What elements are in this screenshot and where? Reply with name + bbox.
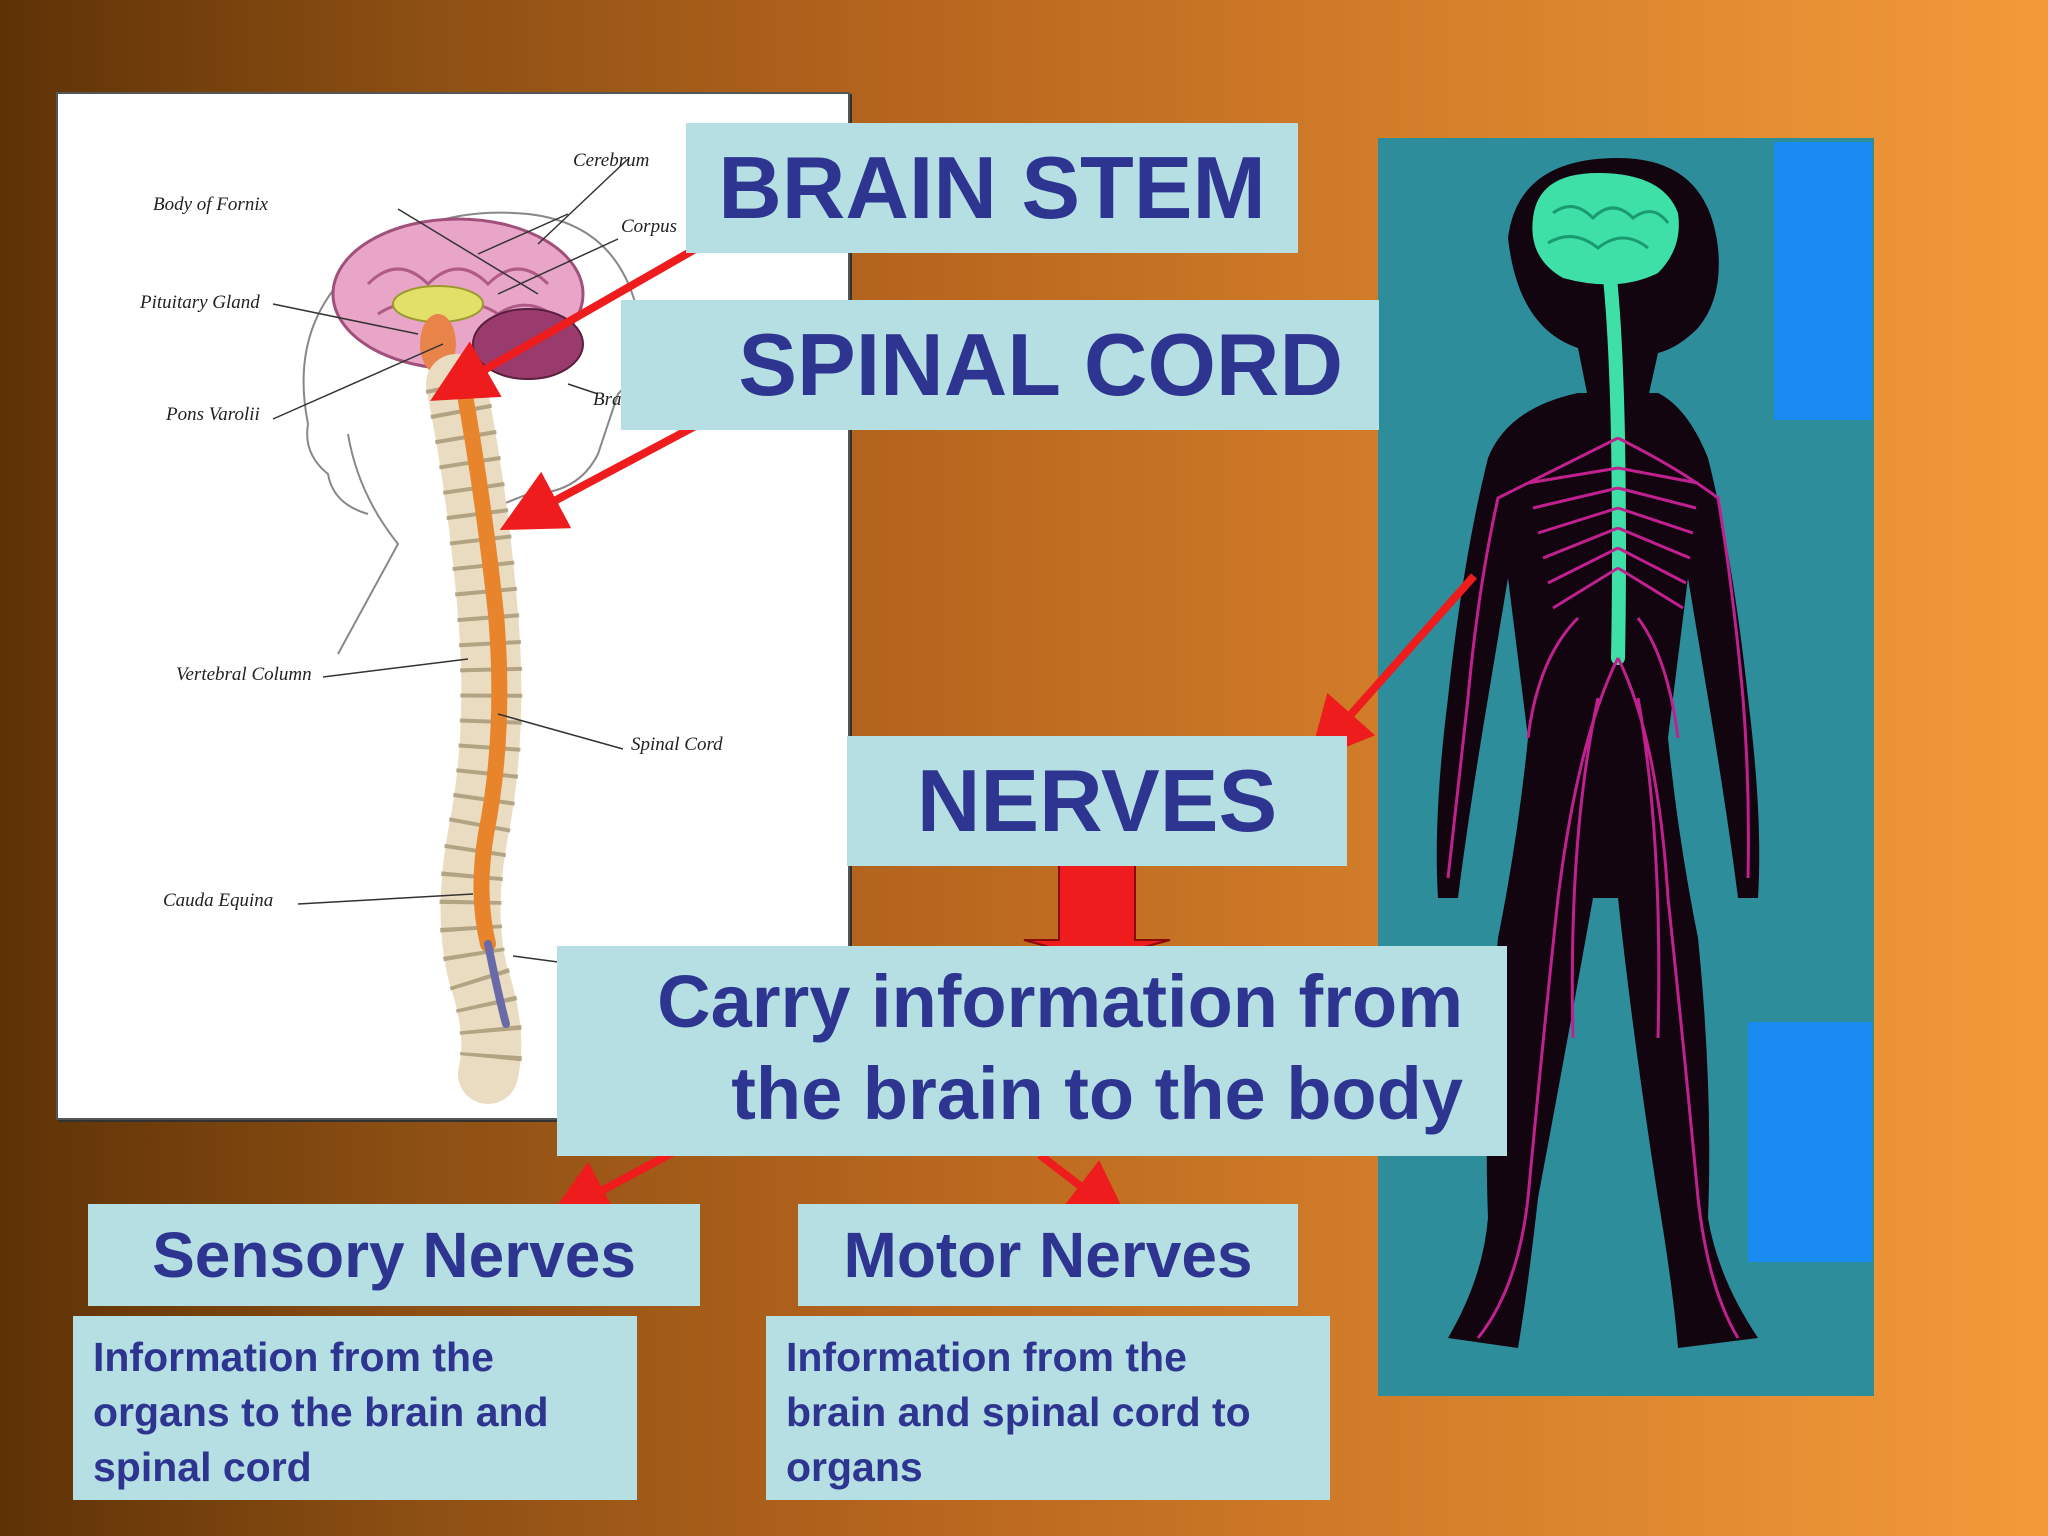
motor-nerves-title: Motor Nerves	[843, 1219, 1253, 1291]
arrow-motor	[1037, 1151, 1131, 1225]
blue-rect-bottom	[1748, 1022, 1872, 1262]
motor-desc-line: Information from the	[786, 1334, 1187, 1380]
label-pons-varolii: Pons Varolii	[166, 404, 260, 425]
nervous-system-figure	[1378, 138, 1874, 1396]
label-spinal-cord: Spinal Cord	[631, 734, 723, 755]
spinal-cord-label: SPINAL CORD	[738, 315, 1343, 414]
motor-description-box: Information from the brain and spinal co…	[766, 1316, 1330, 1500]
sensory-nerves-box: Sensory Nerves	[88, 1204, 700, 1306]
label-corpus: Corpus	[621, 216, 677, 237]
nerves-box: NERVES	[847, 736, 1347, 866]
motor-nerves-box: Motor Nerves	[798, 1204, 1298, 1306]
carry-info-line2: the brain to the body	[731, 1052, 1463, 1135]
motor-desc-line: organs	[786, 1444, 923, 1490]
nerves-label: NERVES	[916, 751, 1278, 850]
brain-stem-box: BRAIN STEM	[686, 123, 1298, 253]
label-bra: Bra	[593, 389, 622, 410]
label-vertebral-column: Vertebral Column	[176, 664, 312, 685]
sensory-desc-line: Information from the	[93, 1334, 494, 1380]
brain-stem-label: BRAIN STEM	[718, 138, 1266, 237]
sensory-description-box: Information from the organs to the brain…	[73, 1316, 637, 1500]
spinal-cord-box: SPINAL CORD	[621, 300, 1379, 430]
body-silhouette	[1436, 158, 1760, 1348]
sensory-desc-line: spinal cord	[93, 1444, 312, 1490]
carry-info-line1: Carry information from	[657, 960, 1463, 1043]
motor-desc-line: brain and spinal cord to	[786, 1389, 1251, 1435]
sensory-nerves-title: Sensory Nerves	[152, 1219, 636, 1291]
label-body-of-fornix: Body of Fornix	[153, 194, 269, 215]
label-cauda-equina: Cauda Equina	[163, 890, 274, 911]
blue-rect-top	[1774, 142, 1872, 420]
carry-info-box: Carry information from the brain to the …	[557, 946, 1507, 1156]
label-cerebrum: Cerebrum	[573, 150, 650, 171]
sensory-desc-line: organs to the brain and	[93, 1389, 549, 1435]
label-pituitary-gland: Pituitary Gland	[140, 292, 260, 313]
